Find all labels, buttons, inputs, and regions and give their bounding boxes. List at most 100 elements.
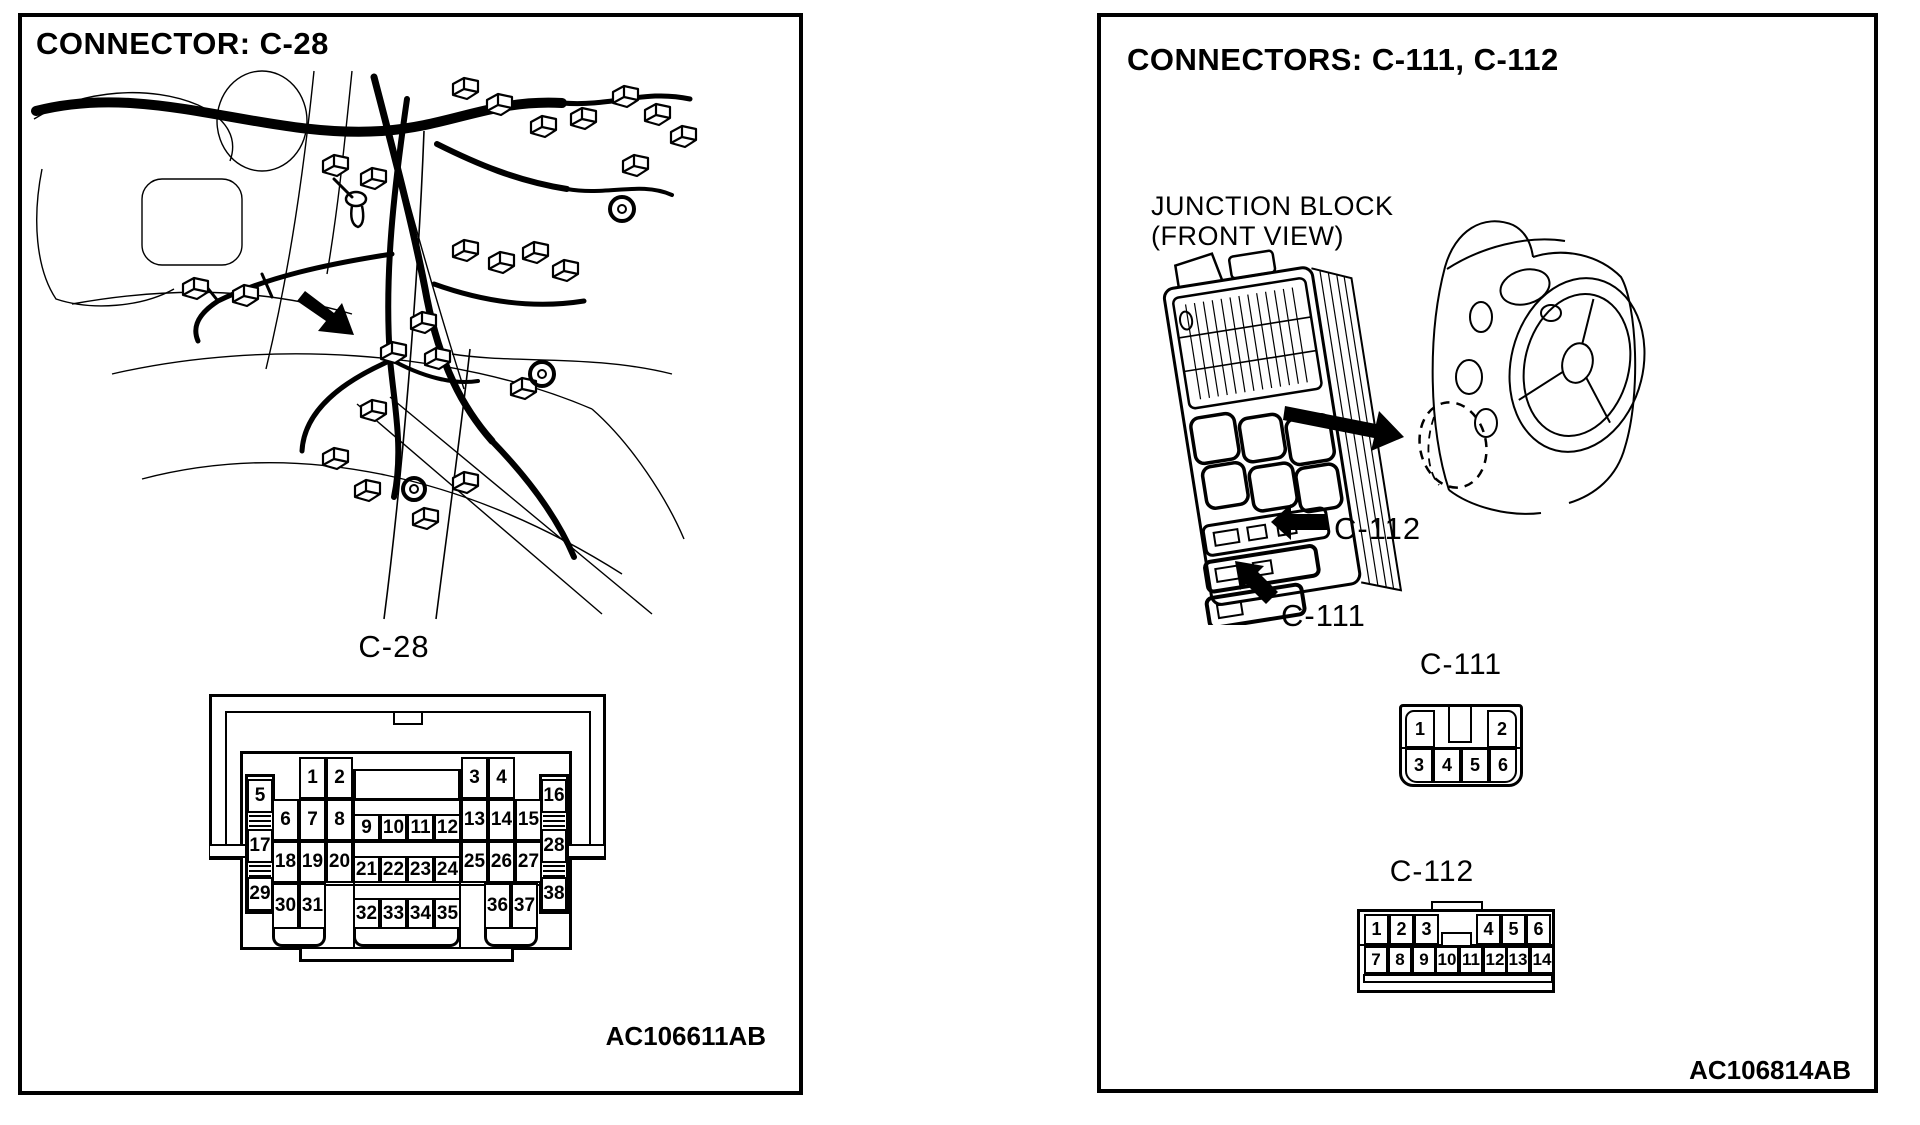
pin-21: 21	[353, 856, 380, 883]
pin-17: 17	[247, 829, 273, 863]
pin-12: 12	[434, 814, 461, 841]
dashboard-locator	[1418, 220, 1646, 515]
edge-stripes	[543, 865, 565, 877]
block-to-dash-arrow	[1283, 406, 1404, 451]
pin-6: 6	[272, 799, 299, 841]
pin-3: 3	[1414, 914, 1439, 945]
pin-35: 35	[434, 898, 461, 929]
c28-grid-line	[245, 841, 569, 843]
pin-1: 1	[299, 757, 326, 799]
location-arrow	[297, 291, 354, 335]
pin-6: 6	[1526, 914, 1551, 945]
pin-30: 30	[272, 883, 299, 929]
pin-25: 25	[461, 841, 488, 883]
c112-top-tab	[1431, 901, 1483, 911]
pin-8: 8	[326, 799, 353, 841]
pin-3: 3	[1405, 748, 1433, 783]
c28-bottom-tab	[272, 925, 326, 947]
c111-center-tab	[1448, 707, 1472, 743]
c28-bottom-tab	[353, 927, 460, 947]
c28-keyway-notch	[393, 713, 423, 725]
pin-10: 10	[380, 814, 407, 841]
left-panel-title: CONNECTOR: C-28	[36, 26, 329, 61]
pin-7: 7	[1364, 946, 1388, 974]
pin-36: 36	[484, 883, 511, 929]
pin-6: 6	[1489, 748, 1517, 783]
pin-2: 2	[326, 757, 353, 799]
pin-37: 37	[511, 883, 538, 929]
pin-19: 19	[299, 841, 326, 883]
c28-grid-line	[245, 799, 569, 801]
edge-stripes	[249, 865, 271, 877]
ring-terminals	[344, 190, 636, 502]
c112-bottom-lip	[1363, 974, 1553, 983]
pin-20: 20	[326, 841, 353, 883]
edge-stripes	[249, 815, 271, 827]
pin-2: 2	[1389, 914, 1414, 945]
figure-code-right: AC106814AB	[1689, 1055, 1851, 1085]
pin-26: 26	[488, 841, 515, 883]
pin-27: 27	[515, 841, 542, 883]
pin-28: 28	[541, 829, 567, 863]
c112-divider	[1360, 944, 1552, 946]
pin-4: 4	[1433, 748, 1461, 783]
c28-side-slot-left	[210, 844, 245, 858]
junction-block-caption-line1: JUNCTION BLOCK	[1151, 191, 1394, 221]
pin-11: 11	[407, 814, 434, 841]
pin-9: 9	[1412, 946, 1436, 974]
pin-15: 15	[515, 799, 542, 841]
pin-7: 7	[299, 799, 326, 841]
pin-11: 11	[1459, 946, 1483, 974]
pin-4: 4	[1476, 914, 1501, 945]
c112-callout: C-112	[1334, 511, 1422, 546]
pin-5: 5	[1461, 748, 1489, 783]
harness-illustration	[31, 70, 698, 620]
pin-32: 32	[353, 898, 380, 929]
pin-38: 38	[541, 877, 567, 911]
junction-block-caption-line2: (FRONT VIEW)	[1151, 221, 1344, 251]
pin-13: 13	[1506, 946, 1530, 974]
pin-34: 34	[407, 898, 434, 929]
c28-bottom-lip	[299, 949, 514, 962]
pin-14: 14	[1530, 946, 1554, 974]
pin-2: 2	[1487, 710, 1517, 748]
pin-4: 4	[488, 757, 515, 799]
pin-5: 5	[1501, 914, 1526, 945]
pin-33: 33	[380, 898, 407, 929]
pin-1: 1	[1405, 710, 1435, 748]
connector-c28-panel: CONNECTOR: C-28	[18, 13, 803, 1095]
pin-8: 8	[1388, 946, 1412, 974]
pin-3: 3	[461, 757, 488, 799]
pin-10: 10	[1435, 946, 1459, 974]
pin-9: 9	[353, 814, 380, 841]
c111-pointer-arrow	[1235, 561, 1278, 604]
pin-24: 24	[434, 856, 461, 883]
pin-1: 1	[1364, 914, 1389, 945]
pin-29: 29	[247, 877, 273, 911]
right-panel-title: CONNECTORS: C-111, C-112	[1127, 42, 1559, 77]
c28-side-slot-right	[569, 844, 604, 858]
c28-grid-line	[245, 884, 569, 886]
pin-5: 5	[247, 779, 273, 813]
figure-code-left: AC106611AB	[605, 1021, 766, 1051]
pin-14: 14	[488, 799, 515, 841]
pin-31: 31	[299, 883, 326, 929]
c28-bottom-tab	[484, 925, 538, 947]
c112-pointer-arrow	[1271, 504, 1327, 540]
c111-heading: C-111	[1419, 648, 1503, 681]
c112-center-tab	[1441, 932, 1472, 945]
pin-18: 18	[272, 841, 299, 883]
c28-label: C-28	[358, 629, 430, 664]
pin-13: 13	[461, 799, 488, 841]
pin-16: 16	[541, 779, 567, 813]
pin-23: 23	[407, 856, 434, 883]
edge-stripes	[543, 815, 565, 827]
pin-22: 22	[380, 856, 407, 883]
c112-heading: C-112	[1389, 855, 1475, 888]
dash-body-outline	[33, 70, 685, 615]
junction-block-illustration	[1162, 220, 1646, 625]
connectors-c111-c112-panel: CONNECTORS: C-111, C-112 JUNCTION BLOCK …	[1097, 13, 1878, 1093]
c28-center-recess	[354, 769, 460, 800]
pin-12: 12	[1483, 946, 1507, 974]
